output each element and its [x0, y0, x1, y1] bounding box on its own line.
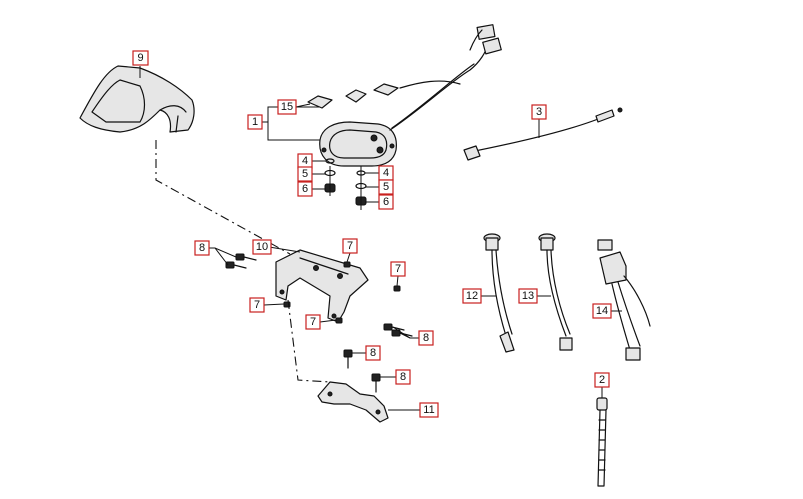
svg-text:1: 1	[252, 116, 258, 128]
speed-sensor-cable-part	[463, 107, 623, 161]
callout-8-a: 8	[194, 240, 210, 256]
callout-1: 1	[247, 114, 263, 130]
svg-text:8: 8	[400, 371, 406, 383]
meter-bracket-upper-part	[275, 249, 369, 323]
callout-15: 15	[277, 99, 297, 115]
callout-4-left: 4	[297, 153, 313, 169]
indicator-lamp-12-part	[483, 233, 515, 353]
callout-7-c: 7	[249, 297, 265, 313]
svg-text:15: 15	[281, 101, 293, 113]
svg-text:7: 7	[254, 299, 260, 311]
callout-7-d: 7	[305, 314, 321, 330]
svg-text:2: 2	[599, 374, 605, 386]
svg-text:6: 6	[302, 183, 308, 195]
callout-10: 10	[252, 239, 272, 255]
meter-bracket-lower-part	[317, 381, 389, 423]
callout-6-left: 6	[297, 181, 313, 197]
svg-text:3: 3	[536, 106, 542, 118]
assembly-lines	[155, 140, 331, 383]
meter-fastener-stack-right	[355, 166, 367, 210]
callout-4-right: 4	[378, 165, 394, 181]
leader-lines	[139, 66, 622, 411]
svg-text:7: 7	[395, 263, 401, 275]
svg-text:8: 8	[370, 347, 376, 359]
svg-text:9: 9	[137, 52, 143, 64]
svg-text:10: 10	[256, 241, 268, 253]
svg-text:4: 4	[383, 167, 389, 179]
svg-text:11: 11	[423, 404, 434, 416]
callout-3: 3	[531, 104, 547, 120]
svg-text:4: 4	[302, 155, 308, 167]
bolt-parts	[225, 253, 413, 393]
callout-5-left: 5	[297, 166, 313, 182]
svg-text:8: 8	[423, 332, 429, 344]
callout-6-right: 6	[378, 194, 394, 210]
svg-text:13: 13	[522, 290, 534, 302]
callout-14: 14	[592, 303, 612, 319]
callout-8-c: 8	[365, 345, 381, 361]
svg-text:14: 14	[596, 305, 608, 317]
callout-11: 11	[419, 402, 439, 418]
callout-12: 12	[462, 288, 482, 304]
indicator-lamp-13-part	[538, 233, 573, 351]
callout-8-b: 8	[418, 330, 434, 346]
callout-7-b: 7	[390, 261, 406, 277]
instrument-meter-part	[319, 121, 397, 167]
callout-7-a: 7	[342, 238, 358, 254]
callout-9: 9	[132, 50, 149, 66]
cable-tie-part	[596, 397, 608, 487]
meter-fastener-stack-left	[324, 158, 336, 196]
svg-text:6: 6	[383, 196, 389, 208]
svg-text:8: 8	[199, 242, 205, 254]
svg-text:12: 12	[466, 290, 478, 302]
meter-harness-wire	[389, 24, 502, 131]
switch-harness-14-part	[597, 239, 651, 361]
callout-8-d: 8	[395, 369, 411, 385]
meter-cover-part	[79, 65, 195, 133]
svg-text:7: 7	[310, 316, 316, 328]
svg-text:7: 7	[347, 240, 353, 252]
callout-2: 2	[594, 372, 610, 388]
svg-text:5: 5	[302, 168, 308, 180]
callout-5-right: 5	[378, 179, 394, 195]
meter-bulb-part	[307, 83, 399, 109]
svg-text:5: 5	[383, 181, 389, 193]
callout-13: 13	[518, 288, 538, 304]
